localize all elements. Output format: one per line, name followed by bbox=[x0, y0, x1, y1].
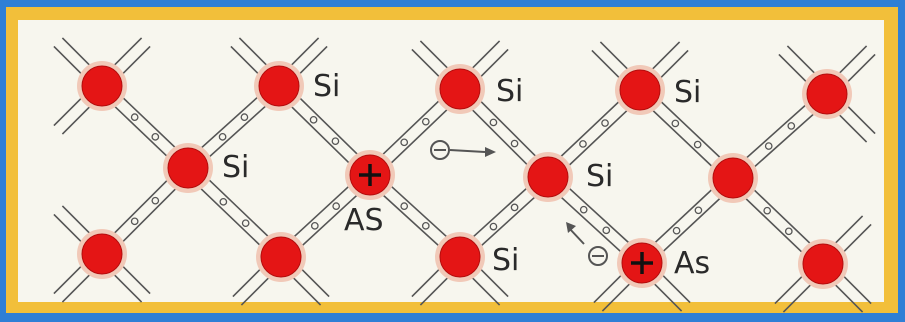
atom-si-mid-3 bbox=[708, 153, 758, 203]
atom-si-bot-1 bbox=[77, 229, 127, 279]
atom-labels: Si Si Si Si AS Si Si As bbox=[222, 69, 710, 281]
bond-electron bbox=[602, 226, 611, 235]
atom-label-si-top-3: Si bbox=[496, 74, 523, 109]
bond-electron bbox=[764, 142, 773, 150]
atom-as-bot-1 bbox=[617, 238, 667, 288]
positive-charge-icon bbox=[359, 164, 381, 186]
atom-si-top-5 bbox=[802, 69, 852, 119]
bond-electron bbox=[310, 221, 319, 230]
free-electrons bbox=[430, 140, 608, 266]
bond-electron bbox=[672, 226, 681, 235]
bond-electron bbox=[784, 227, 793, 236]
free-electron-1 bbox=[430, 140, 496, 160]
atom-core bbox=[527, 156, 569, 198]
bond-electron bbox=[241, 219, 250, 228]
atom-core bbox=[260, 236, 302, 278]
bond-electron bbox=[787, 122, 796, 130]
atom-core bbox=[81, 233, 123, 275]
bond-electron bbox=[151, 196, 160, 205]
bond-electron bbox=[601, 119, 609, 127]
bond-electron bbox=[130, 217, 139, 226]
atom-si-bot-2 bbox=[256, 232, 306, 282]
atoms bbox=[77, 61, 852, 289]
bond-electron bbox=[400, 138, 409, 147]
bond-electron bbox=[421, 117, 430, 126]
atom-core bbox=[439, 236, 481, 278]
bond-electron bbox=[671, 119, 680, 128]
bond-electron bbox=[510, 203, 519, 212]
atom-label-si-mid-1: Si bbox=[222, 150, 249, 185]
bond-electron bbox=[693, 140, 702, 149]
bond-electron bbox=[489, 118, 498, 127]
atom-as-mid-1 bbox=[345, 150, 395, 200]
bond-electron bbox=[400, 202, 409, 211]
bond-electron bbox=[151, 132, 160, 141]
atom-si-mid-2 bbox=[523, 152, 573, 202]
atom-core bbox=[619, 69, 661, 111]
bond-electron bbox=[332, 202, 341, 211]
atom-core bbox=[802, 243, 844, 285]
bond-electron bbox=[694, 206, 703, 215]
atom-si-bot-4 bbox=[798, 239, 848, 289]
free-electron-2 bbox=[566, 222, 608, 266]
atom-si-top-4 bbox=[615, 65, 665, 115]
atom-core bbox=[258, 65, 300, 107]
bond-electron bbox=[309, 115, 318, 124]
atom-label-si-top-4: Si bbox=[674, 75, 701, 110]
bond-electron bbox=[130, 113, 139, 122]
atom-label-si-top-2: Si bbox=[313, 69, 340, 104]
atom-si-bot-3 bbox=[435, 232, 485, 282]
bond-electrons bbox=[130, 113, 796, 236]
atom-si-mid-1 bbox=[163, 143, 213, 193]
atom-label-as-mid-1: AS bbox=[344, 203, 384, 238]
bond-electron bbox=[489, 222, 498, 231]
atom-core bbox=[806, 73, 848, 115]
bond-electron bbox=[331, 137, 340, 146]
bond-electron bbox=[240, 113, 249, 122]
bond-electron bbox=[218, 132, 227, 141]
atom-core bbox=[439, 68, 481, 110]
atom-label-si-mid-2: Si bbox=[586, 159, 613, 194]
atom-label-as-bot-1: As bbox=[674, 246, 710, 281]
atom-si-top-1 bbox=[77, 61, 127, 111]
bond-electron bbox=[579, 205, 588, 214]
bond-electron bbox=[421, 221, 430, 230]
bond-electron bbox=[219, 197, 228, 206]
bond-electron bbox=[579, 140, 587, 148]
atom-core bbox=[167, 147, 209, 189]
bond-electron bbox=[763, 206, 772, 215]
atom-core bbox=[712, 157, 754, 199]
atom-si-top-3 bbox=[435, 64, 485, 114]
atom-label-si-bot-3: Si bbox=[492, 243, 519, 278]
positive-charge-icon bbox=[631, 252, 653, 274]
bond-electron bbox=[510, 139, 519, 148]
atom-si-top-2 bbox=[254, 61, 304, 111]
atom-core bbox=[81, 65, 123, 107]
